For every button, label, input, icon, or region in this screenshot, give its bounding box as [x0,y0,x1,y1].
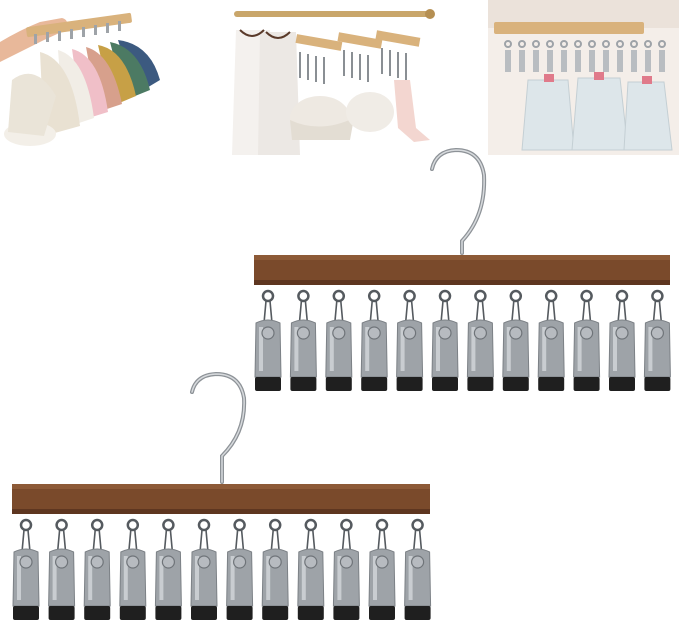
clip-icon [119,518,147,620]
clip-icon [325,289,353,391]
clip-icon [226,518,254,620]
clip-icon [48,518,76,620]
clip-icon [12,518,40,620]
wooden-bar [12,484,430,514]
clip-icon [297,518,325,620]
clip-icon [404,518,432,620]
hanger-upper [250,145,675,405]
clip-icon [83,518,111,620]
closet-rod-photo [230,0,435,155]
bottles-storage-photo [488,0,679,155]
clip-icon [368,518,396,620]
clip-icon [261,518,289,620]
clip-icon [643,289,671,391]
wooden-bar [254,255,670,285]
clip-icon [431,289,459,391]
hanger-lower [8,370,438,633]
clip-icon [608,289,636,391]
clip-icon [254,289,282,391]
hook-icon [190,371,247,484]
clip-icon [537,289,565,391]
clip-icon [360,289,388,391]
clip-icon [396,289,424,391]
hook-icon [430,147,487,255]
clip-icon [289,289,317,391]
clip-icon [190,518,218,620]
clip-icon [573,289,601,391]
clip-icon [154,518,182,620]
clip-icon [466,289,494,391]
clip-icon [502,289,530,391]
clip-icon [332,518,360,620]
caps-on-hanger-photo [0,0,170,155]
